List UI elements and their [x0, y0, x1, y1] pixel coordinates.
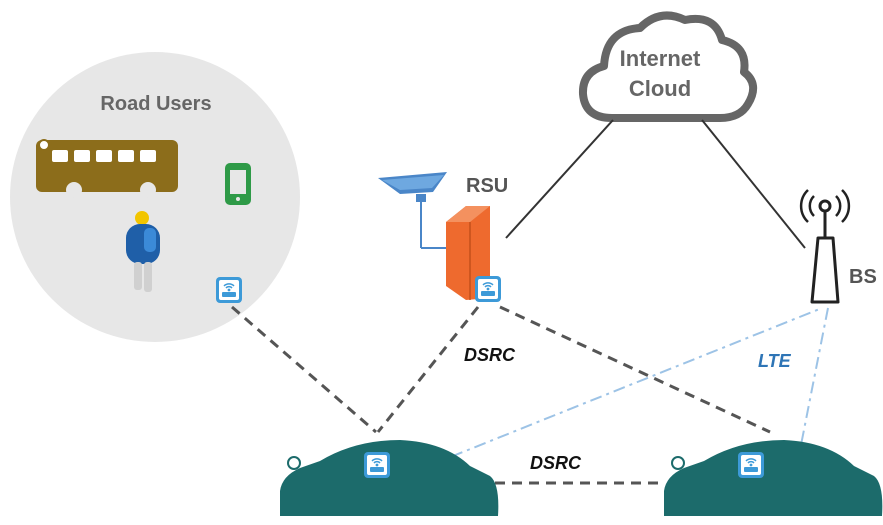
wireless-module-icon [363, 451, 391, 479]
cloud-label-line1: Internet [620, 46, 701, 71]
car-icon [663, 439, 883, 517]
rsu-label: RSU [466, 175, 508, 197]
bs-label: BS [849, 266, 877, 288]
bus-icon [36, 139, 178, 198]
wireless-module-icon [737, 451, 765, 479]
car-icon [279, 439, 500, 517]
wireless-module-icon [215, 276, 243, 304]
lte-label: LTE [758, 351, 792, 371]
wireless-module-icon [474, 275, 502, 303]
road-users-circle [10, 52, 300, 342]
lte-link-car1 [427, 307, 823, 467]
road-users-label: Road Users [100, 93, 211, 115]
dsrc-label-v2v: DSRC [530, 453, 582, 473]
dsrc-label-rsu: DSRC [464, 345, 516, 365]
cloud-icon: Internet Cloud [578, 11, 758, 122]
bs-internet-link [701, 119, 806, 249]
dsrc-link-rsu-car2 [499, 305, 771, 434]
rsu-internet-link [505, 119, 614, 239]
cloud-label-line2: Cloud [629, 76, 691, 101]
lte-link-car2 [799, 307, 829, 451]
smartphone-icon [225, 163, 251, 205]
signal-antenna-icon [799, 189, 851, 223]
pedestrian-icon [126, 211, 160, 292]
dsrc-link-rsu-car1 [376, 306, 480, 433]
dsrc-link-roaduser-car [231, 305, 377, 434]
cell-tower-icon [810, 212, 840, 304]
